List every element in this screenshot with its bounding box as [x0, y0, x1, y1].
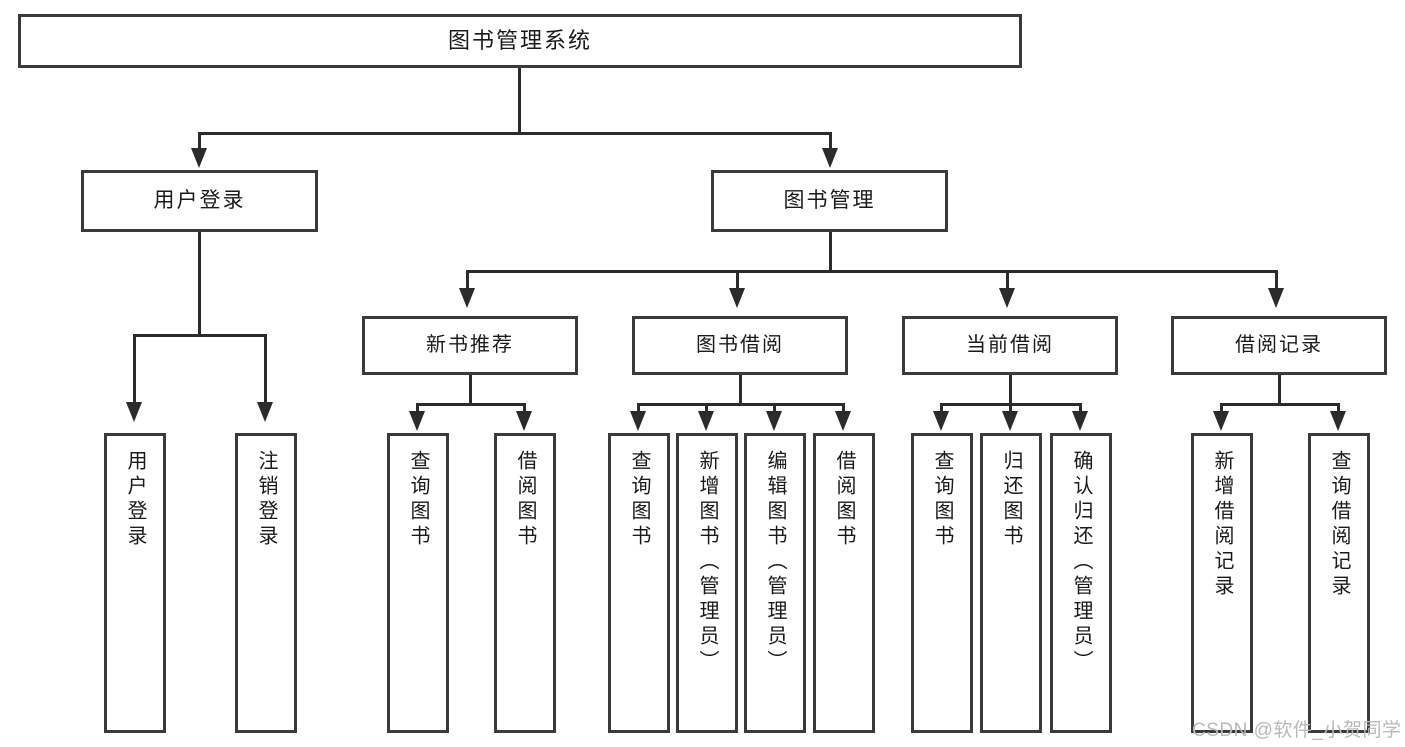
node-current-borrow[interactable]: 当前借阅 [902, 316, 1118, 375]
arrow-cb-leaf-1 [933, 411, 949, 431]
connector-bm-drop-1 [466, 270, 469, 292]
arrow-bm-to-current-borrow [999, 288, 1015, 308]
node-label: 用户登录 [124, 450, 146, 550]
connector-root-stem [518, 68, 521, 134]
connector-bb-drop-2 [705, 403, 708, 415]
connector-root-to-book-manage [829, 132, 832, 152]
arrow-cb-leaf-3 [1072, 411, 1088, 431]
connector-bb-drop-4 [842, 403, 845, 415]
connector-br-stem [1278, 375, 1281, 405]
leaf-edit-book-admin[interactable]: 编辑图书（管理员） [744, 433, 806, 733]
node-borrow-record[interactable]: 借阅记录 [1171, 316, 1387, 375]
leaf-borrow-book-new-recommend[interactable]: 借阅图书 [494, 433, 556, 733]
leaf-add-borrow-record[interactable]: 新增借阅记录 [1191, 433, 1253, 733]
leaf-user-logout[interactable]: 注销登录 [235, 433, 297, 733]
arrow-bb-leaf-2 [698, 411, 714, 431]
node-label: 用户登录 [153, 188, 246, 212]
arrow-bm-to-book-borrow [729, 288, 745, 308]
node-root-book-management-system[interactable]: 图书管理系统 [18, 14, 1022, 68]
node-label: 新增图书（管理员） [696, 450, 718, 675]
node-new-book-recommend[interactable]: 新书推荐 [362, 316, 578, 375]
leaf-query-book-current[interactable]: 查询图书 [911, 433, 973, 733]
node-label: 借阅记录 [1235, 334, 1323, 356]
node-label: 确认归还（管理员） [1070, 450, 1092, 675]
node-label: 编辑图书（管理员） [764, 450, 786, 675]
node-label: 图书管理系统 [447, 28, 592, 54]
node-label: 查询图书 [628, 450, 650, 550]
arrow-nbr-leaf-1 [409, 411, 425, 431]
connector-bb-drop-3 [773, 403, 776, 415]
arrow-user-login-leaf-1 [126, 402, 142, 422]
node-label: 借阅图书 [514, 450, 536, 550]
connector-book-manage-bus [466, 270, 1278, 273]
watermark-text: CSDN @软件_小贺同学 [1192, 720, 1402, 741]
node-label: 借阅图书 [833, 450, 855, 550]
connector-bb-stem [739, 375, 742, 405]
connector-user-login-bus [133, 334, 267, 337]
node-book-manage[interactable]: 图书管理 [711, 170, 948, 232]
connector-br-bus [1220, 403, 1340, 406]
arrow-br-leaf-1 [1213, 411, 1229, 431]
node-label: 查询图书 [931, 450, 953, 550]
node-label: 图书管理 [783, 188, 876, 212]
arrow-user-login-leaf-2 [257, 402, 273, 422]
connector-bb-bus [637, 403, 845, 406]
node-user-login[interactable]: 用户登录 [81, 170, 318, 232]
arrow-bb-leaf-4 [835, 411, 851, 431]
node-label: 查询图书 [407, 450, 429, 550]
node-label: 查询借阅记录 [1328, 450, 1350, 600]
arrow-br-leaf-2 [1330, 411, 1346, 431]
connector-bm-drop-3 [1006, 270, 1009, 292]
connector-cb-drop-3 [1079, 403, 1082, 415]
node-label: 新增借阅记录 [1211, 450, 1233, 600]
node-label: 新书推荐 [426, 334, 514, 356]
leaf-borrow-book[interactable]: 借阅图书 [813, 433, 875, 733]
connector-bb-drop-1 [637, 403, 640, 415]
connector-cb-stem [1009, 375, 1012, 405]
node-label: 图书借阅 [696, 334, 784, 356]
connector-user-login-stem [198, 232, 201, 336]
arrow-bm-to-borrow-record [1268, 288, 1284, 308]
connector-br-drop-1 [1220, 403, 1223, 415]
connector-nbr-bus [416, 403, 526, 406]
node-label: 当前借阅 [966, 334, 1054, 356]
leaf-confirm-return-admin[interactable]: 确认归还（管理员） [1050, 433, 1112, 733]
arrow-bm-to-new-book-recommend [459, 288, 475, 308]
arrow-bb-leaf-3 [766, 411, 782, 431]
arrow-cb-leaf-2 [1002, 411, 1018, 431]
connector-root-bus [198, 132, 832, 135]
connector-bm-drop-2 [736, 270, 739, 292]
connector-nbr-stem [469, 375, 472, 405]
arrow-bb-leaf-1 [630, 411, 646, 431]
connector-user-login-drop-2 [264, 334, 267, 406]
leaf-query-book-new-recommend[interactable]: 查询图书 [387, 433, 449, 733]
leaf-return-book[interactable]: 归还图书 [980, 433, 1042, 733]
arrow-root-to-user-login [191, 148, 207, 168]
connector-root-to-user-login [198, 132, 201, 152]
leaf-add-book-admin[interactable]: 新增图书（管理员） [676, 433, 738, 733]
leaf-user-login[interactable]: 用户登录 [104, 433, 166, 733]
connector-cb-drop-2 [1009, 403, 1012, 415]
connector-book-manage-stem [829, 232, 832, 272]
connector-user-login-drop-1 [133, 334, 136, 406]
connector-nbr-drop-1 [416, 403, 419, 415]
connector-br-drop-2 [1337, 403, 1340, 415]
connector-bm-drop-4 [1275, 270, 1278, 292]
arrow-nbr-leaf-2 [516, 411, 532, 431]
node-book-borrow[interactable]: 图书借阅 [632, 316, 848, 375]
node-label: 归还图书 [1000, 450, 1022, 550]
node-label: 注销登录 [255, 450, 277, 550]
connector-cb-drop-1 [940, 403, 943, 415]
connector-nbr-drop-2 [523, 403, 526, 415]
leaf-query-borrow-record[interactable]: 查询借阅记录 [1308, 433, 1370, 733]
arrow-root-to-book-manage [822, 148, 838, 168]
leaf-query-book-borrow[interactable]: 查询图书 [608, 433, 670, 733]
